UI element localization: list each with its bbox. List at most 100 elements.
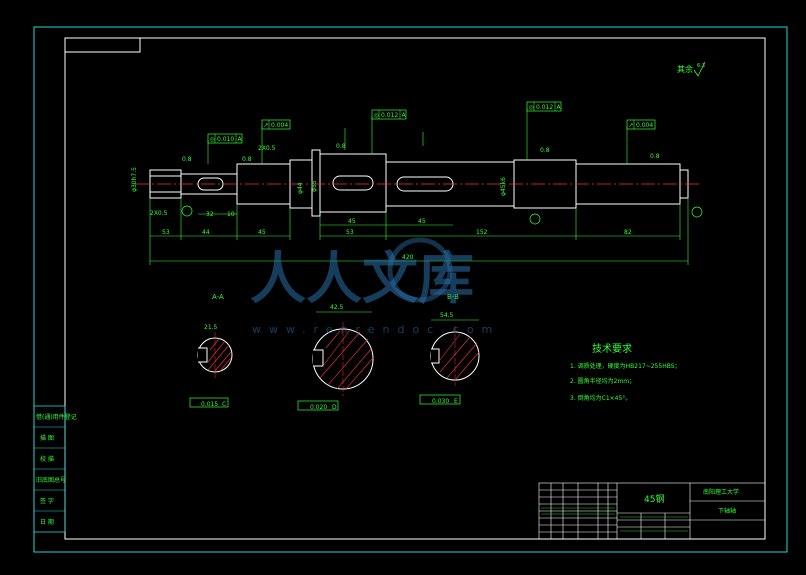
stamp-1: 借(通)用件登记	[36, 413, 77, 421]
roughness-symbol	[693, 61, 706, 77]
left-stamp-column	[33, 405, 66, 533]
tech-req-item-1: 1. 调质处理，硬度为HB217~255HBS；	[570, 362, 681, 370]
tolerance-frame-1	[207, 133, 243, 144]
tolerance-value: 0.012	[536, 104, 553, 111]
dim-phi44: φ44	[297, 182, 304, 194]
section-mid-tol: 0.020	[310, 404, 327, 411]
hatch-line	[454, 351, 480, 381]
section-mid	[312, 322, 374, 396]
tolerance-datum: A	[238, 136, 243, 143]
ra-2: 0.8	[242, 156, 252, 163]
tolerance-frame-5	[626, 119, 656, 130]
hatch-line	[345, 357, 374, 390]
ra-3: 0.8	[336, 143, 346, 150]
tech-req-item-3: 3. 倒角均为C1×45°。	[570, 394, 631, 402]
hatch	[541, 507, 688, 532]
roughness-note-value: 6.3	[697, 63, 705, 69]
ra-5: 0.8	[650, 153, 660, 160]
tolerance-frame-4	[526, 101, 562, 112]
dim-d-left: φ30h7.5	[131, 167, 138, 192]
dim-lines	[149, 108, 689, 265]
outer-frame	[33, 26, 788, 553]
tolerance-frame-3	[371, 109, 407, 120]
title-material: 45钢	[644, 493, 664, 505]
section-aa-datum: C	[222, 401, 226, 408]
tolerance-symbol: ◎	[529, 104, 534, 111]
watermark-url: www.renrendoc.com	[252, 323, 500, 336]
hatch-line	[439, 333, 461, 361]
tech-req-item-2: 2. 圆角半径均为2mm；	[570, 377, 635, 385]
stamp-3: 校 描	[40, 455, 54, 463]
shape-rect	[297, 400, 339, 411]
dim-phi55: φ55	[311, 180, 318, 192]
shape-path	[198, 347, 208, 363]
hatch	[207, 338, 232, 373]
tolerance-symbol: ↗	[629, 122, 634, 129]
dim-420: 420	[402, 254, 414, 261]
ra-1: 0.8	[182, 156, 192, 163]
tolerance-value: 0.004	[636, 122, 653, 129]
hatch-line	[207, 344, 230, 371]
hatch-line	[325, 330, 341, 349]
datum-circle-a	[181, 205, 193, 217]
dim-53-a: 53	[162, 229, 170, 236]
tolerance-value: 0.004	[271, 122, 288, 129]
section-bb-dim: 54.5	[440, 312, 454, 319]
hatch-line	[219, 357, 232, 372]
title-school: 南阳理工大学	[703, 488, 739, 496]
dim-152: 152	[476, 229, 488, 236]
shape-ellipse	[387, 237, 453, 303]
hatch	[439, 333, 480, 381]
tolerance-datum: A	[557, 104, 562, 111]
section-mid-dim: 42.5	[330, 304, 344, 311]
tech-req-title: 技术要求	[592, 342, 632, 355]
shaft-seg-5	[319, 153, 387, 213]
section-mid-datum: D	[332, 404, 337, 411]
hatch-line	[322, 329, 351, 367]
title-block	[538, 482, 766, 540]
hatch-line	[327, 338, 369, 386]
watermark: 人人文库 www.renrendoc.com	[250, 237, 500, 336]
shape-path	[431, 348, 440, 364]
shape-path	[313, 349, 324, 367]
title-part-name: 下轴轴	[718, 507, 736, 515]
stamp-6: 日 期	[40, 518, 54, 526]
hatch-line	[446, 342, 478, 379]
header-box	[64, 37, 141, 53]
hatch-line	[207, 340, 226, 363]
stamp-5: 签 字	[40, 497, 54, 505]
stamp-4: 旧底图总号	[36, 476, 66, 484]
tolerance-symbol: ◎	[210, 136, 215, 143]
section-bb-datum: E	[454, 398, 458, 405]
dim-44: 44	[202, 229, 210, 236]
tolerance-value: 0.010	[217, 136, 234, 143]
dim-10: 10	[227, 211, 235, 218]
datum-circle-c	[691, 206, 703, 218]
ra-4: 0.8	[540, 147, 550, 154]
watermark-text: 人人文库	[250, 247, 474, 312]
section-bb	[430, 326, 480, 386]
hatch-line	[209, 338, 220, 351]
inner-frame	[64, 37, 766, 540]
datum-circle-b	[529, 213, 541, 225]
dim-32: 32	[206, 211, 214, 218]
roughness-note: 其余	[677, 64, 693, 74]
section-bb-label: B-B	[447, 293, 459, 301]
tolerance-frame-2	[261, 119, 291, 130]
tolerance-datum: A	[402, 112, 407, 119]
tolerance-value: 0.012	[381, 112, 398, 119]
section-aa	[197, 332, 233, 378]
hatch-line	[319, 331, 361, 379]
shape-rect	[189, 397, 229, 408]
shape-rect	[419, 394, 461, 405]
stamp-2: 描 图	[40, 434, 54, 442]
section-aa-tol: 0.015	[201, 401, 218, 408]
dim-45-a: 45	[258, 229, 266, 236]
tolerance-symbol: ↗	[264, 122, 269, 129]
dim-45-c: 45	[418, 218, 426, 225]
dim-chamfer-mid: 2X0.5	[258, 145, 276, 152]
dim-53-b: 53	[346, 229, 354, 236]
dim-chamfer-left: 2X0.5	[150, 210, 168, 217]
